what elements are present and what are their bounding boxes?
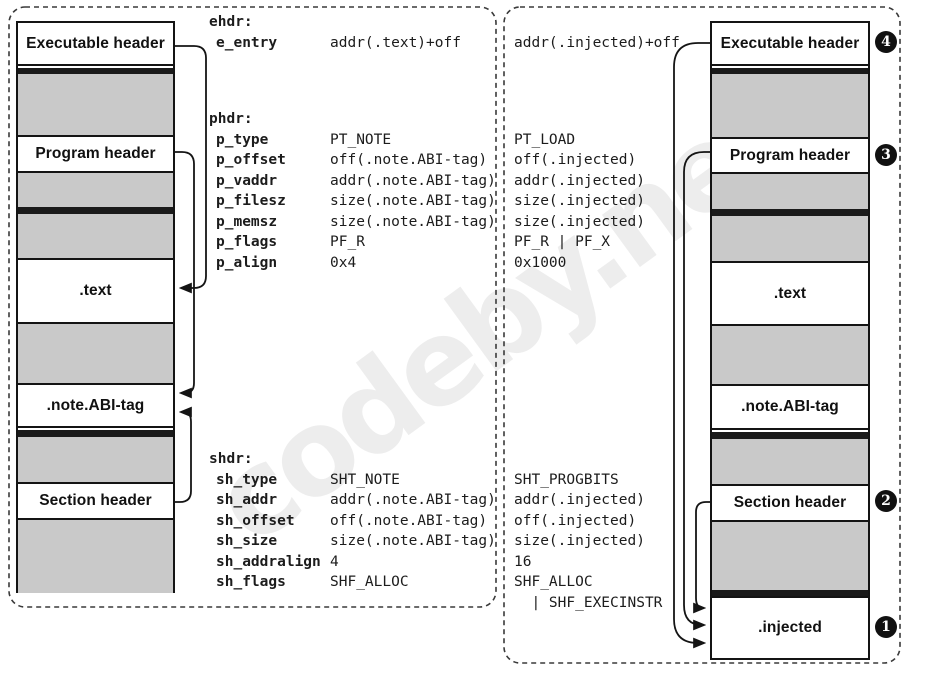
filler-block (18, 520, 173, 593)
box-label: Executable header (26, 34, 165, 52)
box-label: Section header (39, 492, 152, 509)
field-name: p_align (216, 254, 278, 271)
field-old-value: addr(.note.ABI-tag) (330, 492, 496, 508)
box-executable-header: Executable header (712, 23, 868, 66)
field-old-value: size(.note.ABI-tag) (330, 193, 496, 209)
field-old-value (330, 593, 512, 614)
box-text-section: .text (18, 258, 173, 324)
box-note-abi-tag: .note.ABI-tag (18, 383, 173, 428)
filler-block (18, 437, 173, 482)
field-name: sh_size (216, 533, 278, 549)
box-label: .injected (758, 619, 822, 636)
box-label: Section header (733, 494, 847, 511)
field-new-value: addr(.injected) (514, 492, 645, 508)
field-new-value: size(.injected) (514, 213, 645, 230)
field-old-value: addr(.note.ABI-tag) (330, 172, 496, 189)
badge-step-4: 4 (875, 31, 897, 53)
field-name: sh_type (216, 471, 278, 488)
field-old-value: SHT_NOTE (330, 471, 400, 488)
filler-block (18, 324, 173, 383)
field-new-value: PF_R | PF_X (514, 234, 611, 250)
box-note-abi-tag: .note.ABI-tag (712, 384, 868, 430)
box-label: .note.ABI-tag (46, 396, 145, 414)
field-new-value: | SHF_EXECINSTR (514, 594, 663, 611)
field-old-value: PT_NOTE (330, 131, 392, 148)
field-old-value: PF_R (330, 234, 365, 250)
box-program-header: Program header (712, 137, 868, 174)
filler-block (712, 439, 868, 484)
field-name: p_offset (216, 152, 286, 168)
field-new-value: 16 (514, 553, 532, 570)
field-old-value: 0x4 (330, 254, 357, 271)
ehdr-field-group: ehdr: e_entry addr(.text)+off addr(.inje… (209, 12, 698, 53)
filler-block (712, 326, 868, 384)
ehdr-heading: ehdr: (209, 14, 253, 30)
box-label: .text (79, 282, 112, 299)
field-new-value: 0x1000 (514, 254, 567, 271)
filler-block (712, 216, 868, 261)
box-label: .note.ABI-tag (741, 398, 839, 415)
badge-step-2: 2 (875, 490, 897, 512)
segment-boundary-band (18, 430, 173, 437)
field-new-value: SHF_ALLOC (514, 574, 593, 590)
filler-block (712, 74, 868, 137)
field-new-value: addr(.injected) (514, 172, 645, 189)
badge-step-3: 3 (875, 144, 897, 166)
box-program-header: Program header (18, 135, 173, 173)
field-old-value: size(.note.ABI-tag) (330, 213, 496, 230)
segment-boundary-band (712, 209, 868, 216)
field-new-value: size(.injected) (514, 193, 645, 209)
segment-boundary-band (18, 207, 173, 214)
shdr-heading: shdr: (209, 451, 253, 467)
filler-block (712, 522, 868, 590)
filler-block (712, 174, 868, 209)
field-name: p_memsz (216, 213, 278, 230)
phdr-heading: phdr: (209, 111, 253, 127)
field-old-value: size(.note.ABI-tag) (330, 533, 496, 549)
field-old-value: SHF_ALLOC (330, 574, 409, 590)
badge-step-1: 1 (875, 616, 897, 638)
field-new-value: addr(.injected)+off (514, 34, 680, 51)
field-new-value: off(.injected) (514, 152, 637, 168)
box-executable-header: Executable header (18, 23, 173, 66)
field-name: e_entry (216, 34, 278, 51)
box-section-header: Section header (712, 484, 868, 522)
shdr-field-group: shdr: sh_type SHT_NOTE SHT_PROGBITS sh_a… (209, 449, 698, 613)
field-name: p_flags (216, 234, 278, 250)
filler-block (18, 173, 173, 207)
field-old-value: 4 (330, 553, 339, 570)
field-name: sh_addralign (216, 553, 321, 570)
field-old-value: off(.note.ABI-tag) (330, 152, 488, 168)
field-name (209, 593, 330, 614)
memory-column-original: Executable header Program header .text .… (16, 21, 175, 593)
field-name: sh_addr (216, 492, 278, 508)
arrow-e-entry-to-text (174, 45, 207, 294)
box-label: Executable header (720, 34, 860, 52)
field-new-value: off(.injected) (514, 512, 637, 529)
box-label: Program header (35, 145, 156, 162)
field-name: p_type (216, 131, 269, 148)
box-section-header: Section header (18, 482, 173, 520)
segment-boundary-band (712, 432, 868, 439)
phdr-field-group: phdr: p_type PT_NOTE PT_LOAD p_offset of… (209, 109, 698, 273)
arrow-shdr-to-injected (693, 501, 711, 614)
box-label: Program header (729, 146, 851, 164)
box-label: .text (773, 284, 807, 302)
field-new-value: SHT_PROGBITS (514, 471, 619, 488)
field-name: sh_offset (216, 512, 295, 529)
filler-block (18, 74, 173, 135)
field-name: p_vaddr (216, 172, 278, 189)
box-text-section: .text (712, 261, 868, 326)
arrow-phdr-to-note (174, 151, 195, 399)
field-new-value: size(.injected) (514, 533, 645, 549)
field-new-value: PT_LOAD (514, 131, 576, 148)
arrow-shdr-to-note (174, 406, 192, 503)
box-injected-section: .injected (712, 596, 868, 660)
field-name: sh_flags (216, 574, 286, 590)
filler-block (18, 214, 173, 258)
field-name: p_filesz (216, 193, 286, 209)
field-old-value: addr(.text)+off (330, 34, 461, 51)
memory-column-injected: Executable header Program header .text .… (710, 21, 870, 660)
field-old-value: off(.note.ABI-tag) (330, 512, 488, 529)
